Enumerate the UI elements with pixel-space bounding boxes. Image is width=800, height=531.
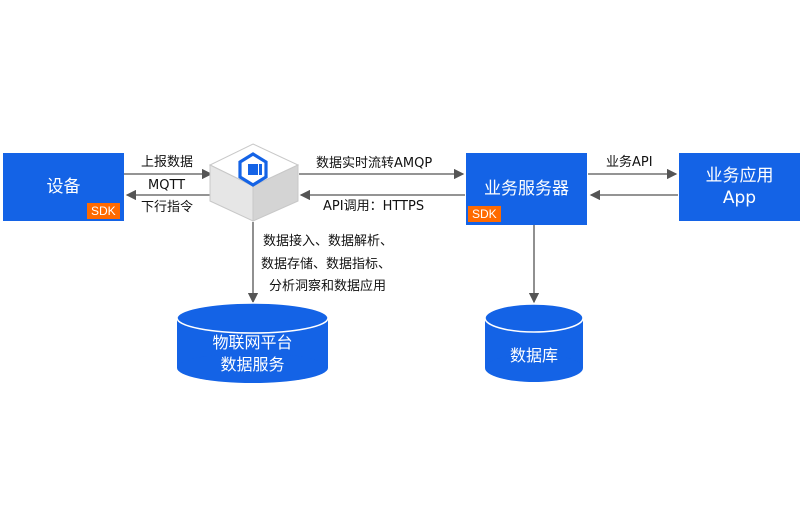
business-server-label: 业务服务器 <box>484 179 569 199</box>
edge-label-api-call: API调用：HTTPS <box>323 199 425 214</box>
device-label: 设备 <box>46 177 81 197</box>
server-sdk-badge: SDK <box>468 206 501 222</box>
device-sdk-badge: SDK <box>87 203 120 219</box>
platform-db-label: 物联网平台 数据服务 <box>177 332 328 376</box>
services-line-3: 分析洞察和数据应用 <box>269 279 387 294</box>
database-cylinder <box>484 303 584 382</box>
iot-platform-icon <box>238 152 268 187</box>
business-app-line1: 业务应用 <box>705 166 774 186</box>
platform-db-cylinder <box>176 302 329 383</box>
edge-label-amqp: 数据实时流转AMQP <box>316 156 433 171</box>
iot-hub-cube <box>208 143 300 222</box>
services-line-2: 数据存储、数据指标、 <box>261 257 392 272</box>
edge-label-mqtt: MQTT <box>148 178 186 193</box>
business-app-line2: App <box>722 188 757 208</box>
edge-label-command: 下行指令 <box>141 200 194 215</box>
platform-db-line1: 物联网平台 <box>212 333 293 352</box>
database-label: 数据库 <box>509 346 558 365</box>
business-app-box[interactable]: 业务应用 App <box>679 153 800 221</box>
edge-label-report: 上报数据 <box>141 155 194 170</box>
platform-db-line2: 数据服务 <box>220 355 285 374</box>
edge-label-business-api: 业务API <box>606 155 653 170</box>
services-line-1: 数据接入、数据解析、 <box>263 234 394 249</box>
